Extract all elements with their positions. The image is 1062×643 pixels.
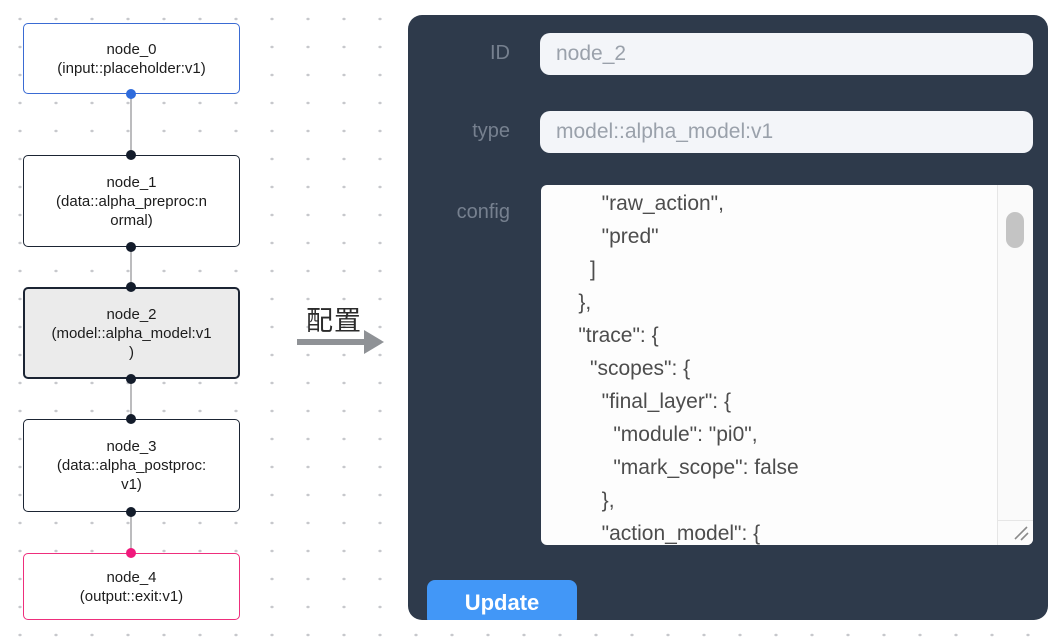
type-input[interactable] (540, 111, 1033, 153)
edge-node2-node3 (130, 379, 132, 419)
scrollbar-thumb[interactable] (1006, 212, 1024, 248)
node-subtitle: (model::alpha_model:v1 ) (51, 324, 212, 361)
node-title: node_0 (106, 40, 157, 58)
scrollbar-track[interactable] (997, 185, 1033, 520)
node-config-panel: ID type config "raw_action", "pred" ] },… (408, 15, 1048, 620)
handle-node2-top[interactable] (126, 282, 136, 292)
config-field-label: config (456, 201, 510, 223)
flow-node-node_4[interactable]: node_4 (output::exit:v1) (23, 553, 240, 620)
flow-node-node_3[interactable]: node_3 (data::alpha_postproc: v1) (23, 419, 240, 512)
transfer-arrow-head-icon (364, 330, 384, 354)
transfer-label: 配置 (306, 306, 362, 336)
id-input[interactable] (540, 33, 1033, 75)
update-button[interactable]: Update (427, 580, 577, 620)
node-title: node_2 (106, 305, 157, 323)
node-title: node_3 (106, 438, 157, 455)
node-title: node_1 (106, 173, 157, 191)
config-textarea[interactable]: "raw_action", "pred" ] }, "trace": { "sc… (541, 185, 1033, 545)
handle-node4-top[interactable] (126, 548, 136, 558)
id-field-label: ID (490, 42, 510, 64)
edge-node3-node4 (130, 512, 132, 553)
node-subtitle: (data::alpha_preproc:n ormal) (56, 192, 207, 229)
handle-node2-bottom[interactable] (126, 374, 136, 384)
type-field-label: type (472, 120, 510, 142)
handle-node1-bottom[interactable] (126, 242, 136, 252)
node-title: node_4 (106, 568, 157, 586)
handle-node3-bottom[interactable] (126, 507, 136, 517)
flow-node-node_1[interactable]: node_1 (data::alpha_preproc:n ormal) (23, 155, 240, 247)
flow-node-node_0[interactable]: node_0 (input::placeholder:v1) (23, 23, 240, 94)
node-subtitle: (data::alpha_postproc: v1) (56, 457, 207, 493)
resize-grip-icon (1014, 526, 1029, 541)
handle-node3-top[interactable] (126, 414, 136, 424)
config-json-text: "raw_action", "pred" ] }, "trace": { "sc… (578, 192, 799, 545)
edge-node1-node2 (130, 247, 132, 287)
edge-node0-node1 (130, 94, 132, 155)
transfer-arrow (297, 339, 365, 345)
resize-corner[interactable] (997, 520, 1033, 545)
flow-node-node_2-selected[interactable]: node_2 (model::alpha_model:v1 ) (23, 287, 240, 379)
node-subtitle: (output::exit:v1) (79, 587, 184, 605)
node-subtitle: (input::placeholder:v1) (57, 59, 206, 77)
handle-node1-top[interactable] (126, 150, 136, 160)
handle-node0-bottom[interactable] (126, 89, 136, 99)
